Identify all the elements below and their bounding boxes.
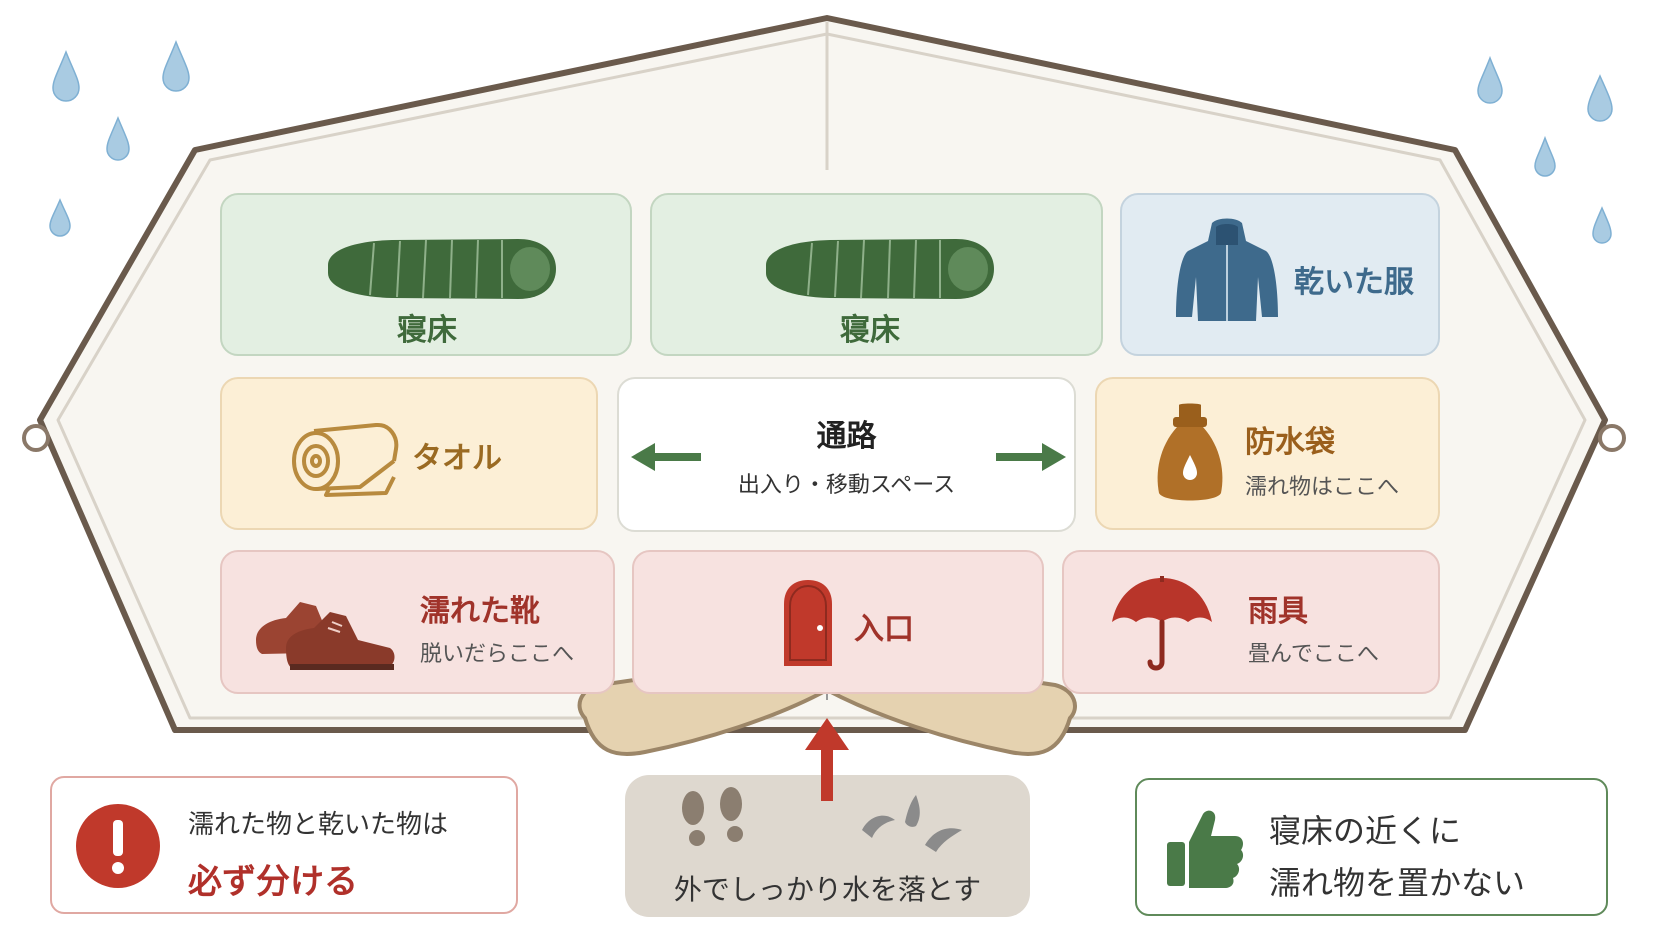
zone-sublabel: 濡れ物はここへ [1245,475,1400,500]
zone-label: タオル [412,441,502,476]
thumbs-up-icon [1167,810,1244,888]
exclamation-icon [76,804,160,888]
zone-passage: 通路 出入り・移動スペース [617,377,1076,532]
footprints-icon [682,787,743,846]
zone-label: 通路 [816,419,877,454]
tip-line2: 濡れ物を置かない [1269,864,1526,902]
zone-sleeping-2: 寝床 [650,193,1103,356]
warning-line2: 必ず分ける [188,862,358,902]
zone-dry-clothes: 乾いた服 [1120,193,1440,356]
sleeping-bag-icon [328,239,556,299]
zone-rain-gear: 雨具 畳んでここへ [1062,550,1440,694]
shoes-icon [256,602,395,670]
zone-label: 雨具 [1248,594,1308,629]
zone-towel: タオル [220,377,598,530]
zone-sublabel: 畳んでここへ [1248,642,1379,667]
zone-sleeping-1: 寝床 [220,193,632,356]
tip-line1: 寝床の近くに [1269,812,1462,850]
door-icon [784,580,832,666]
raindrops-right-icon [1477,55,1613,244]
zone-sublabel: 出入り・移動スペース [737,473,956,498]
zone-sublabel: 脱いだらここへ [420,642,575,667]
entry-arrow-icon [805,718,849,801]
mat-caption: 外でしっかり水を落とす [673,873,982,906]
tip-note: 寝床の近くに 濡れ物を置かない [1135,778,1608,916]
zone-entrance: 入口 [632,550,1044,694]
warning-line1: 濡れた物と乾いた物は [188,810,449,840]
zone-label: 寝床 [840,313,900,348]
warning-note: 濡れた物と乾いた物は 必ず分ける [50,776,518,914]
zone-label: 入口 [854,612,914,647]
arrow-right-icon [996,443,1066,471]
zone-label: 防水袋 [1245,425,1335,460]
jacket-icon [1176,218,1278,321]
zone-label: 寝床 [397,313,457,348]
arrow-left-icon [631,443,701,471]
zone-waterproof-bag: 防水袋 濡れ物はここへ [1095,377,1440,530]
sleeping-bag-icon [766,239,994,299]
splash-icon [862,795,962,852]
dry-bag-icon [1157,403,1223,501]
raindrops-left-icon [49,39,190,237]
umbrella-icon [1112,576,1212,671]
zone-label: 乾いた服 [1294,265,1414,300]
zone-label: 濡れた靴 [420,594,540,629]
zone-wet-shoes: 濡れた靴 脱いだらここへ [220,550,615,694]
towel-roll-icon [292,422,399,497]
